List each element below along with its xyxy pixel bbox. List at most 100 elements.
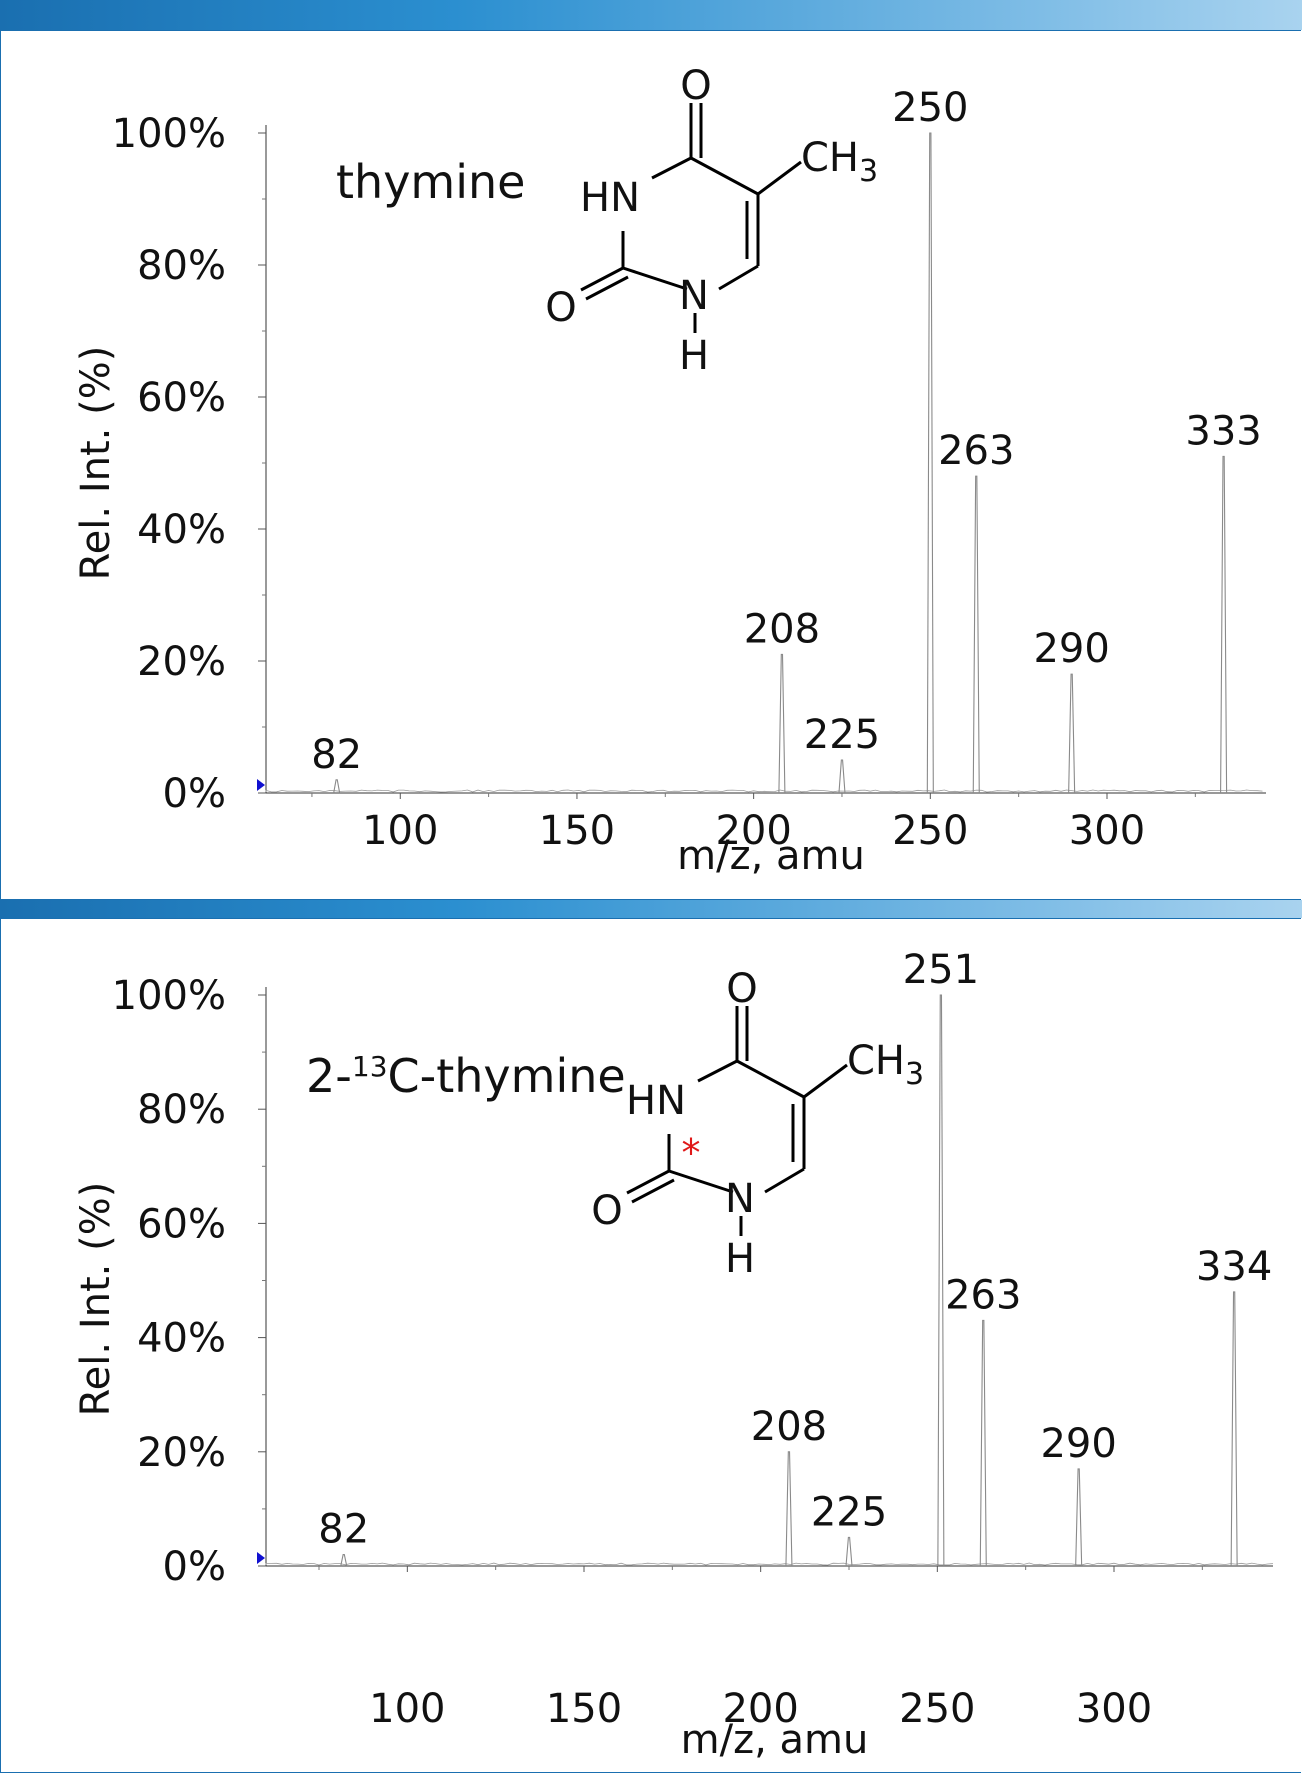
top-title-band [0,0,1302,30]
spectrum-peak-290 [1075,1468,1083,1567]
spectrum-peak-250 [926,132,934,794]
peak-label-290: 290 [1033,626,1109,672]
peak-label-82: 82 [311,732,362,778]
spectrum-peak-225 [838,759,846,794]
peak-label-334: 334 [1196,1244,1272,1290]
atom-o-left: O [591,1188,622,1234]
y-axis-title: Rel. Int. (%) [73,346,119,581]
bond-c6-n1 [718,264,759,291]
y-tick-label: 40% [137,507,226,553]
bond-n3-c4 [697,1059,738,1083]
spectrum-peak-225 [845,1536,853,1567]
x-tick-label: 200 [715,808,791,854]
x-axis-title: m/z, amu [677,833,865,879]
baseline-marker [257,779,265,791]
atom-ch3-subscript: 3 [859,154,878,189]
spectrum-peak-82 [333,779,341,794]
compound-prefix: 2- [306,1049,352,1103]
y-tick-label: 20% [137,1430,226,1476]
y-tick-label: 100% [112,973,226,1019]
atom-o-top: O [726,966,757,1012]
atom-ch3: CH3 [847,1038,924,1092]
baseline-marker [257,1552,265,1564]
spectrum-peak-251 [937,994,945,1567]
peak-label-333: 333 [1185,408,1261,454]
bond-c2-o [626,1169,670,1195]
peak-label-263: 263 [945,1272,1021,1318]
x-tick-label: 300 [1076,1686,1152,1732]
bond-c6-n1 [764,1167,805,1194]
bond-c2-o [580,266,624,292]
x-tick-label: 150 [539,808,615,854]
peak-label-208: 208 [751,1404,827,1450]
atom-ch3-subscript: 3 [905,1057,924,1092]
y-axis-title: Rel. Int. (%) [73,1182,119,1417]
x-tick-label: 150 [546,1686,622,1732]
spectrum-peak-334 [1230,1291,1238,1567]
y-tick-label: 0% [163,1544,226,1590]
spectrum-peak-208 [785,1451,793,1567]
bond-c5-ch3 [803,1063,848,1099]
atom-n: N [725,1176,755,1222]
peak-label-208: 208 [744,606,820,652]
isotope-superscript: 13 [352,1050,388,1083]
y-tick-label: 20% [137,639,226,685]
compound-name: thymine [336,155,525,209]
compound-rest: C-thymine [388,1049,626,1103]
x-tick-label: 100 [369,1686,445,1732]
peak-label-82: 82 [318,1507,369,1553]
divider-band [0,900,1302,918]
peak-label-225: 225 [811,1489,887,1535]
y-tick-label: 60% [137,1201,226,1247]
spectrum-panel-thymine: 0% 20% 40% 60% 80% 100% 100 150 200 250 300 Rel. In… [0,30,1301,900]
x-tick-label: 200 [722,1686,798,1732]
spectrum-peak-208 [778,653,786,794]
spectrum-peak-263 [979,1319,987,1567]
isotope-label-asterisk: * [682,1131,701,1175]
spectrum-panel-13c-thymine: 0% 20% 40% 60% 80% 100% 100 150 200 250 300 Rel. In… [0,918,1301,1773]
atom-h: H [679,333,709,379]
atom-hn: HN [580,175,640,221]
peak-label-263: 263 [938,428,1014,474]
atom-o-top: O [680,63,711,109]
compound-rest: thymine [336,155,525,209]
x-tick-label: 300 [1069,808,1145,854]
spectrum-peak-333 [1220,455,1228,794]
atom-ch3-main: CH [847,1038,905,1084]
peak-label-290: 290 [1040,1421,1116,1467]
spectrum-peak-290 [1068,673,1076,794]
atom-n: N [679,273,709,319]
x-tick-label: 250 [892,808,968,854]
atom-ch3-main: CH [801,135,859,181]
atom-ch3: CH3 [801,135,878,189]
peak-label-250: 250 [892,85,968,131]
baseline-noise [265,789,1263,793]
spectrum-peak-82 [340,1554,348,1567]
mass-spectrum-thymine: 0% 20% 40% 60% 80% 100% 100 150 200 250 300 Rel. In… [73,63,1266,879]
atom-hn: HN [626,1078,686,1124]
y-tick-label: 80% [137,1087,226,1133]
bond-c4-c5 [690,156,759,196]
bond-c2-o-double [631,1178,675,1204]
bond-n1-c2 [668,1169,734,1194]
x-tick-label: 100 [362,808,438,854]
y-tick-label: 100% [112,111,226,157]
spectrum-peak-263 [972,475,980,794]
bond-n3-c4 [651,156,692,180]
x-axis-title: m/z, amu [681,1717,869,1763]
bond-n1-c2 [622,266,688,291]
mass-spectrum-13c-thymine: 0% 20% 40% 60% 80% 100% 100 150 200 250 300 Rel. In… [73,947,1274,1763]
bond-c5-ch3 [757,160,802,196]
baseline-noise [265,1562,1274,1566]
y-tick-label: 0% [163,771,226,817]
y-tick-label: 60% [137,375,226,421]
y-tick-label: 40% [137,1316,226,1362]
y-tick-label: 80% [137,243,226,289]
compound-name: 2-13C-thymine [306,1049,626,1103]
x-tick-label: 250 [899,1686,975,1732]
peak-label-225: 225 [804,712,880,758]
peak-label-251: 251 [903,947,979,993]
